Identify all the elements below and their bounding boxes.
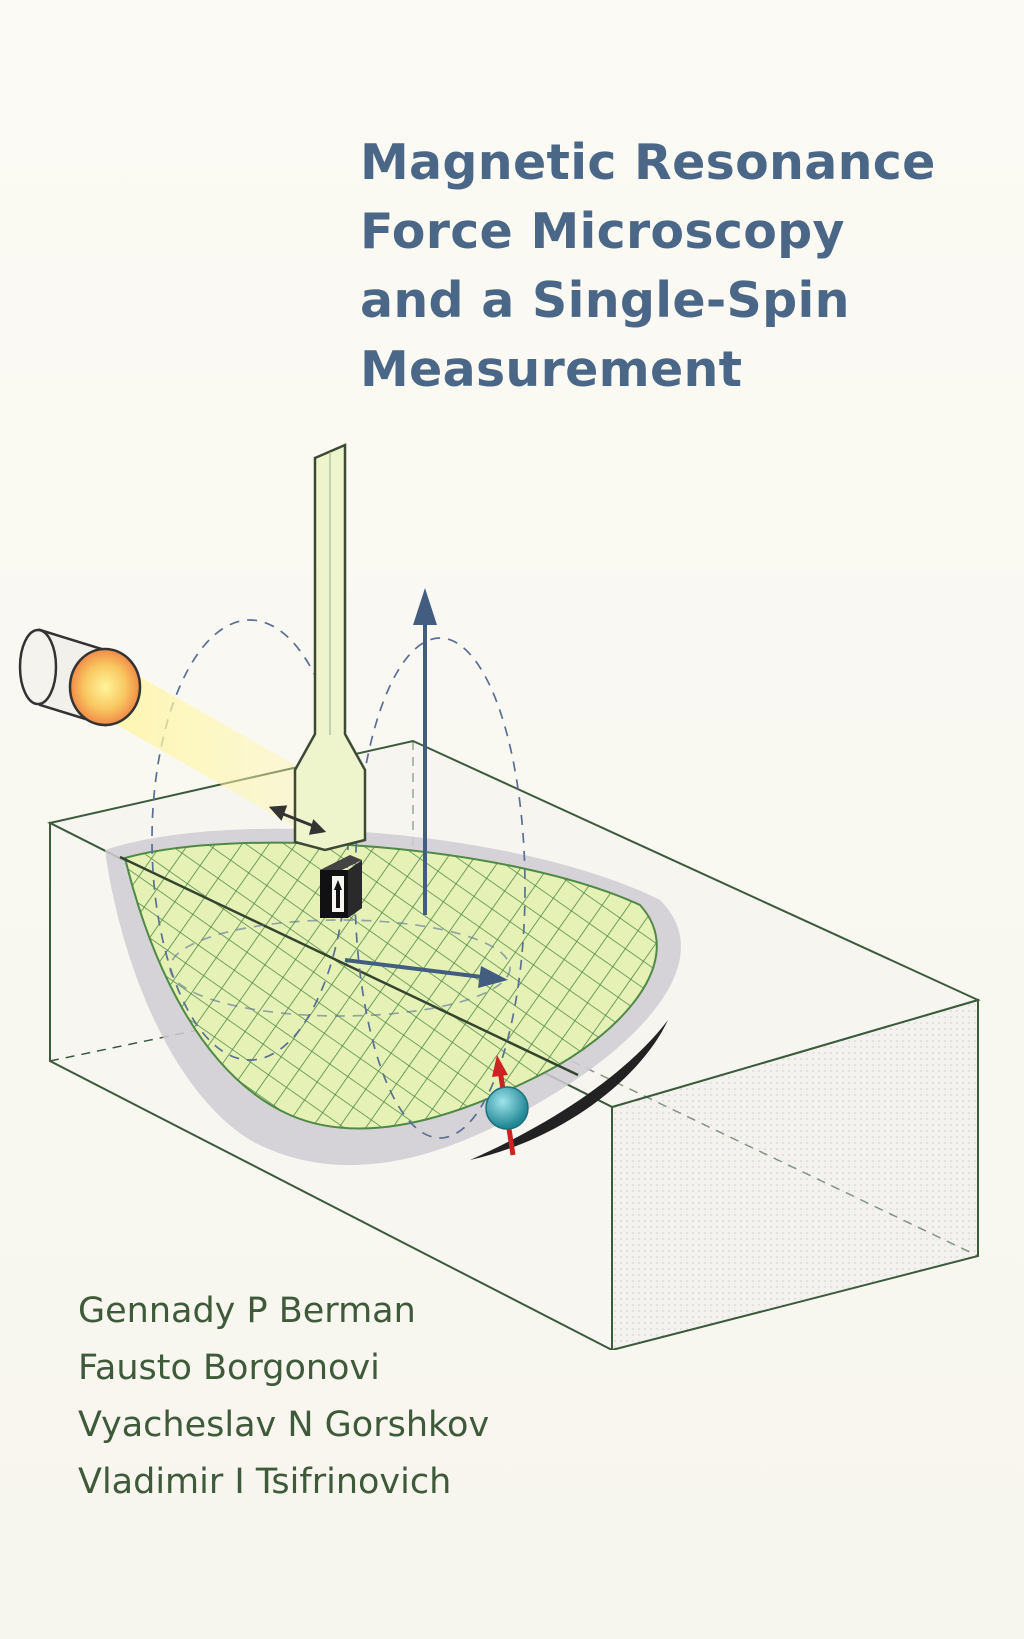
author-list: Gennady P Berman Fausto Borgonovi Vyache…	[78, 1283, 489, 1511]
book-title: Magnetic Resonance Force Microscopy and …	[360, 128, 1000, 404]
title-line-4: Measurement	[360, 341, 743, 398]
field-arrow-horizontal	[344, 958, 508, 988]
title-line-3: and a Single-Spin	[360, 272, 850, 329]
oscillation-arrow	[268, 805, 327, 835]
laser-source	[18, 628, 340, 830]
author-name: Vladimir I Tsifrinovich	[78, 1462, 452, 1502]
mrfm-illustration	[18, 443, 981, 1350]
title-line-2: Force Microscopy	[360, 203, 845, 260]
field-arrow-vertical	[413, 588, 437, 915]
cantilever	[293, 443, 367, 852]
single-spin	[485, 1055, 529, 1156]
author-name: Fausto Borgonovi	[78, 1348, 380, 1388]
author-name: Gennady P Berman	[78, 1291, 416, 1331]
author-name: Vyacheslav N Gorshkov	[78, 1405, 490, 1445]
magnetic-tip	[320, 855, 362, 918]
title-line-1: Magnetic Resonance	[360, 134, 936, 191]
